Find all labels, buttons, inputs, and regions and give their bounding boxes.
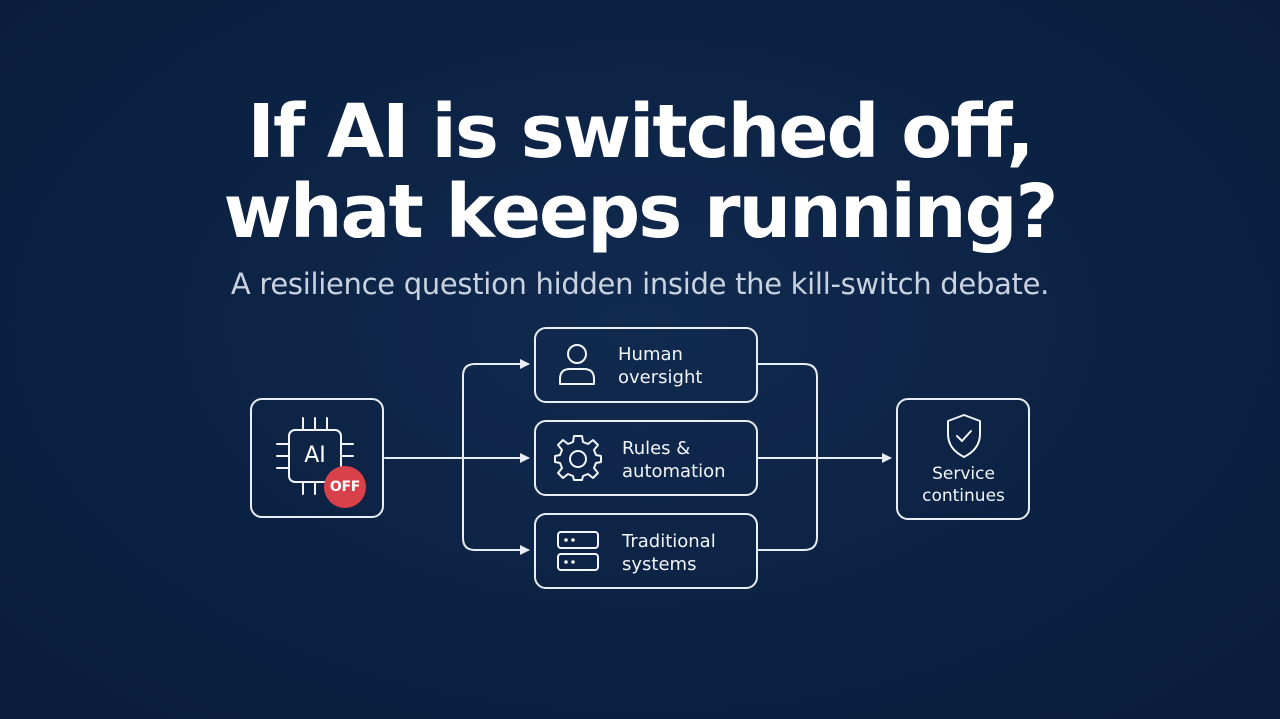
ai-label: AI xyxy=(304,443,326,468)
arrow-to-traditional xyxy=(462,457,530,555)
rules-automation-line-2: automation xyxy=(622,461,726,482)
service-continues-line-2: continues xyxy=(922,486,1005,506)
page-title: If AI is switched off, what keeps runnin… xyxy=(0,92,1280,252)
title-line-1: If AI is switched off, xyxy=(247,89,1034,175)
service-continues-box xyxy=(896,398,1030,520)
traditional-systems-line-1: Traditional xyxy=(622,531,716,552)
merge-from-traditional xyxy=(757,457,818,551)
merge-from-human xyxy=(757,363,818,459)
subtitle: A resilience question hidden inside the … xyxy=(230,267,1050,301)
ai-source-box xyxy=(250,398,384,518)
shield-check-icon xyxy=(947,414,981,458)
human-oversight-box xyxy=(534,327,758,403)
gear-icon xyxy=(554,435,602,481)
rules-automation-label: Rules & automation xyxy=(622,437,726,483)
service-continues-line-1: Service xyxy=(932,464,995,484)
person-icon xyxy=(559,344,595,385)
human-oversight-label: Human oversight xyxy=(618,343,702,389)
server-icon xyxy=(557,531,599,571)
title-line-2: what keeps running? xyxy=(223,169,1059,255)
rules-automation-line-1: Rules & xyxy=(622,438,691,459)
arrow-to-human xyxy=(462,359,530,459)
traditional-systems-box xyxy=(534,513,758,589)
chip-icon xyxy=(276,417,354,495)
service-continues-label: Service continues xyxy=(898,463,1029,507)
rules-automation-box xyxy=(534,420,758,496)
off-badge: OFF xyxy=(324,466,366,508)
human-oversight-line-1: Human xyxy=(618,344,683,365)
human-oversight-line-2: oversight xyxy=(618,367,703,388)
traditional-systems-label: Traditional systems xyxy=(622,530,716,576)
traditional-systems-line-2: systems xyxy=(622,554,697,575)
